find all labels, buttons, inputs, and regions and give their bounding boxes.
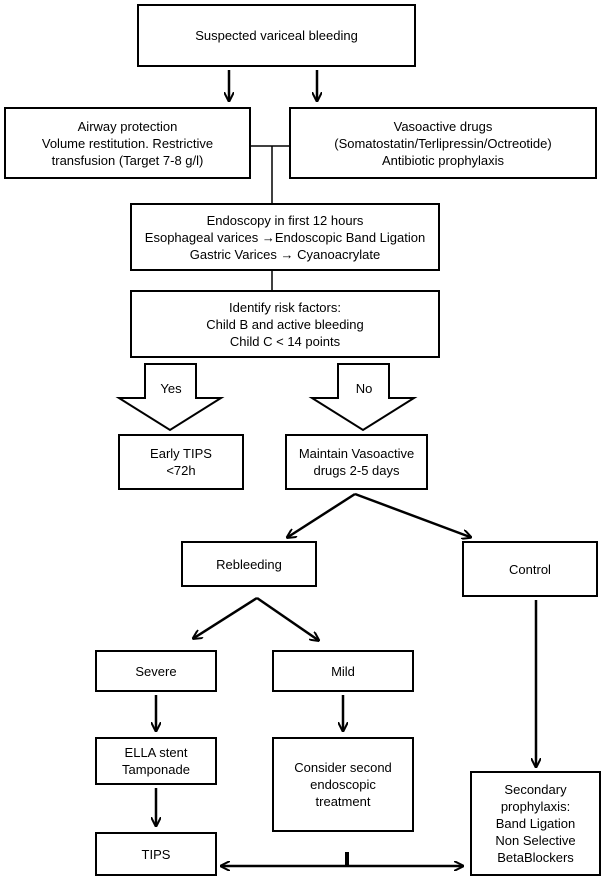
box-text-line: Consider second	[294, 760, 392, 775]
box-text-line: TIPS	[141, 846, 171, 862]
box-text-line: <72h	[166, 463, 196, 478]
box-text-line: Child B and active bleeding	[206, 316, 364, 332]
box-text-line: Volume restitution. Restrictive	[41, 135, 214, 151]
box-suspected-variceal-bleeding: Suspected variceal bleeding	[137, 4, 416, 67]
box-severe: Severe	[95, 650, 217, 692]
box-text-line: Tamponade	[122, 762, 190, 777]
arrow-rebleeding-to-mild	[256, 596, 318, 640]
arrow-maintain-to-rebleeding	[288, 492, 356, 537]
box-identify-risk-factors: Identify risk factors:Child B and active…	[130, 290, 440, 358]
box-maintain-vasoactive: Maintain Vasoactive drugs 2-5 days	[285, 434, 428, 490]
box-text-line: Vasoactive drugs	[393, 118, 493, 134]
box-text-line: Band Ligation	[495, 816, 576, 831]
box-text-line: Maintain Vasoactive	[298, 446, 415, 461]
box-text-line: Esophageal varices →Endoscopic Band Liga…	[144, 229, 426, 245]
box-text-line: Early TIPS	[150, 446, 212, 461]
box-text-line: drugs 2-5 days	[313, 463, 400, 478]
box-text-line: Identify risk factors:	[229, 299, 341, 315]
yes-label: Yes	[160, 381, 182, 396]
arrow-rebleeding-to-severe	[194, 596, 258, 638]
box-text-line: Gastric Varices → Cyanoacrylate	[189, 246, 381, 262]
box-mild: Mild	[272, 650, 414, 692]
no-label: No	[355, 381, 373, 396]
box-text-line: ELLA stent	[124, 745, 188, 760]
box-vasoactive-drugs: Vasoactive drugs(Somatostatin/Terlipress…	[289, 107, 597, 179]
box-text-line: Rebleeding	[216, 556, 282, 572]
box-text-line: transfusion (Target 7-8 g/l)	[51, 152, 204, 168]
box-text-line: Endoscopy in first 12 hours	[206, 212, 364, 228]
box-text-line: BetaBlockers	[497, 850, 574, 865]
box-tips: TIPS	[95, 832, 217, 876]
box-control: Control	[462, 541, 598, 597]
box-text-line: Severe	[135, 663, 177, 679]
arrow-maintain-to-control	[354, 492, 470, 537]
box-early-tips: Early TIPS <72h	[118, 434, 244, 490]
box-text-line: prophylaxis:	[500, 799, 571, 814]
box-text-line: Mild	[331, 663, 355, 679]
box-rebleeding: Rebleeding	[181, 541, 317, 587]
box-text-line: Airway protection	[77, 118, 178, 134]
box-consider-second-endoscopic: Consider second endoscopic treatment	[272, 737, 414, 832]
box-text-line: Control	[509, 561, 551, 577]
box-text-line: Secondary	[504, 782, 567, 797]
yes-hollow-arrow	[115, 363, 225, 432]
box-text-line: Child C < 14 points	[229, 333, 341, 349]
box-text-line: Antibiotic prophylaxis	[381, 152, 505, 168]
box-text-line: treatment	[315, 794, 371, 809]
box-text-line: Suspected variceal bleeding	[195, 28, 358, 43]
box-text-line: endoscopic	[310, 777, 376, 792]
box-text-line: Non Selective	[495, 833, 576, 848]
no-hollow-arrow	[308, 363, 418, 432]
box-text-line: (Somatostatin/Terlipressin/Octreotide)	[334, 135, 552, 151]
